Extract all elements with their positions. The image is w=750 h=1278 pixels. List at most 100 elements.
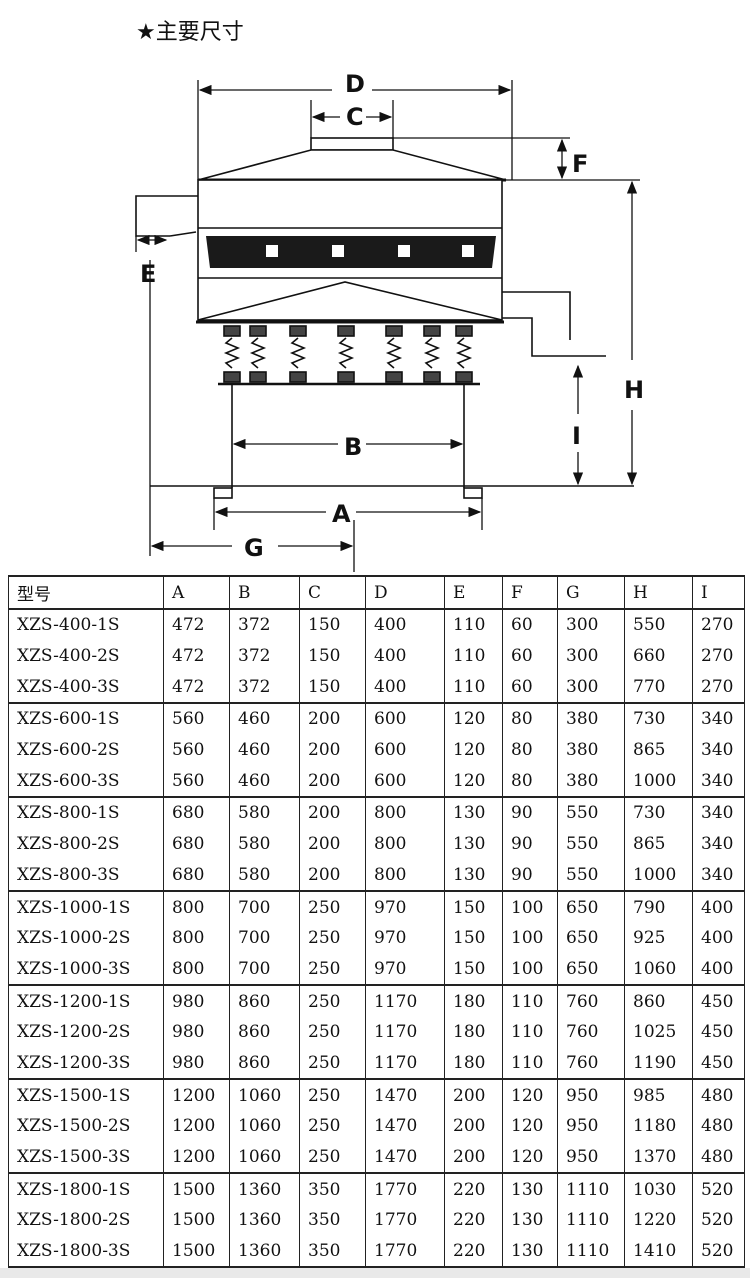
cell-a: 800 (163, 890, 230, 923)
label-b: B (344, 433, 362, 461)
cell-model: XZS-1000-2S (8, 922, 164, 954)
cell-i: 270 (692, 640, 745, 672)
cell-g: 650 (557, 922, 625, 954)
cell-e: 150 (444, 890, 503, 923)
cell-c: 200 (299, 796, 366, 829)
label-c: C (346, 103, 364, 131)
cell-i: 520 (692, 1235, 745, 1269)
cell-i: 340 (692, 702, 745, 735)
cell-h: 1190 (624, 1047, 693, 1080)
cell-d: 600 (365, 702, 445, 735)
cell-a: 980 (163, 984, 230, 1017)
cell-h: 550 (624, 608, 693, 641)
cell-b: 460 (229, 702, 300, 735)
cell-d: 1770 (365, 1235, 445, 1269)
cell-b: 700 (229, 922, 300, 954)
cell-g: 1110 (557, 1205, 625, 1236)
cell-d: 1770 (365, 1172, 445, 1206)
cell-f: 130 (502, 1235, 558, 1269)
cell-h: 770 (624, 671, 693, 704)
cell-b: 460 (229, 765, 300, 798)
cell-a: 472 (163, 640, 230, 672)
header-h: H (624, 575, 693, 610)
cell-i: 450 (692, 1047, 745, 1080)
cell-h: 730 (624, 702, 693, 735)
cell-model: XZS-400-2S (8, 640, 164, 672)
cell-g: 550 (557, 828, 625, 860)
cell-i: 520 (692, 1205, 745, 1236)
cell-e: 150 (444, 922, 503, 954)
cell-f: 120 (502, 1141, 558, 1174)
cell-h: 1060 (624, 953, 693, 986)
cell-g: 760 (557, 984, 625, 1017)
cell-d: 600 (365, 765, 445, 798)
cell-model: XZS-800-3S (8, 859, 164, 892)
cell-f: 130 (502, 1205, 558, 1236)
cell-model: XZS-600-3S (8, 765, 164, 798)
cell-model: XZS-1200-1S (8, 984, 164, 1017)
cell-d: 1170 (365, 984, 445, 1017)
cell-g: 650 (557, 953, 625, 986)
cell-b: 700 (229, 890, 300, 923)
spring-row (223, 325, 473, 383)
cell-h: 1000 (624, 765, 693, 798)
cell-f: 110 (502, 1016, 558, 1048)
cell-c: 350 (299, 1172, 366, 1206)
cell-a: 560 (163, 734, 230, 766)
cell-h: 1220 (624, 1205, 693, 1236)
cell-i: 480 (692, 1141, 745, 1174)
cell-e: 180 (444, 1047, 503, 1080)
cell-c: 200 (299, 702, 366, 735)
cell-b: 1360 (229, 1235, 300, 1269)
cell-b: 860 (229, 1016, 300, 1048)
cell-i: 340 (692, 796, 745, 829)
cell-c: 200 (299, 859, 366, 892)
cell-d: 1470 (365, 1078, 445, 1111)
cell-model: XZS-400-1S (8, 608, 164, 641)
cell-g: 760 (557, 1016, 625, 1048)
bottom-strip (0, 1268, 750, 1278)
cell-h: 660 (624, 640, 693, 672)
cell-c: 200 (299, 828, 366, 860)
header-model: 型号 (8, 575, 164, 610)
cell-a: 680 (163, 828, 230, 860)
cell-b: 1060 (229, 1111, 300, 1142)
cell-h: 1180 (624, 1111, 693, 1142)
cell-e: 220 (444, 1205, 503, 1236)
cell-i: 450 (692, 984, 745, 1017)
cell-h: 865 (624, 734, 693, 766)
cell-i: 400 (692, 922, 745, 954)
cell-f: 110 (502, 1047, 558, 1080)
cell-i: 520 (692, 1172, 745, 1206)
cell-e: 130 (444, 796, 503, 829)
cell-e: 120 (444, 702, 503, 735)
cell-g: 300 (557, 671, 625, 704)
cell-d: 400 (365, 608, 445, 641)
cell-f: 60 (502, 640, 558, 672)
cell-model: XZS-1500-2S (8, 1111, 164, 1142)
cell-c: 150 (299, 608, 366, 641)
cell-g: 550 (557, 859, 625, 892)
cell-f: 130 (502, 1172, 558, 1206)
cell-i: 340 (692, 859, 745, 892)
cell-i: 400 (692, 953, 745, 986)
header-a: A (163, 575, 230, 610)
header-e: E (444, 575, 503, 610)
cell-c: 250 (299, 953, 366, 986)
cell-e: 220 (444, 1172, 503, 1206)
cell-f: 90 (502, 796, 558, 829)
cell-a: 1200 (163, 1141, 230, 1174)
cell-h: 1030 (624, 1172, 693, 1206)
header-f: F (502, 575, 558, 610)
cell-e: 110 (444, 640, 503, 672)
cell-f: 100 (502, 922, 558, 954)
cell-b: 580 (229, 828, 300, 860)
cell-i: 270 (692, 671, 745, 704)
